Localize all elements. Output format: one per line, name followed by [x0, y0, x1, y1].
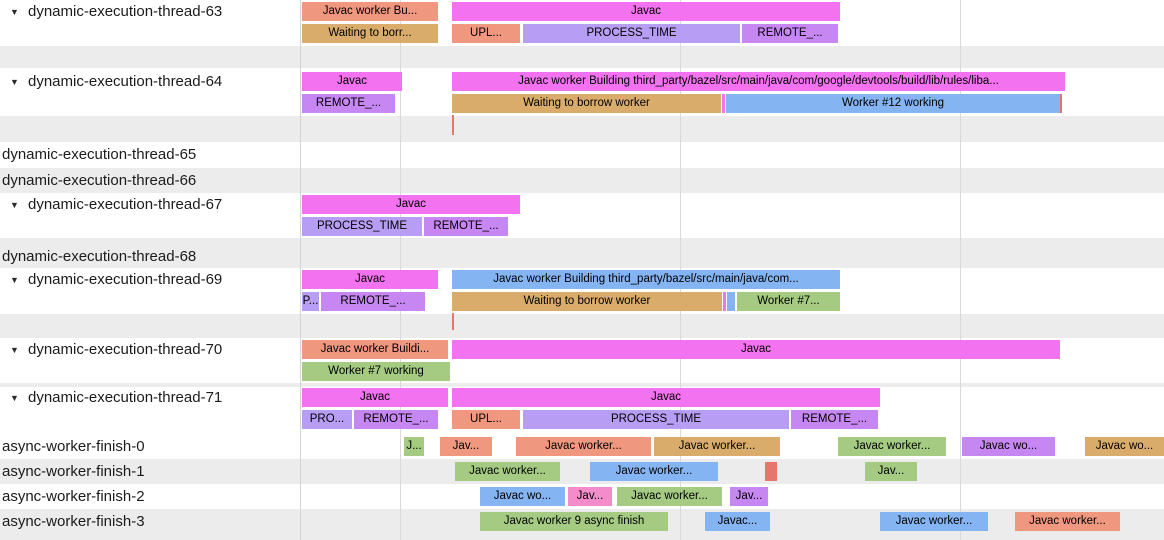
trace-event-bar[interactable]	[765, 462, 777, 481]
row-stripe	[0, 238, 1164, 268]
thread-name: dynamic-execution-thread-69	[28, 271, 223, 288]
trace-event-bar[interactable]: PROCESS_TIME	[523, 410, 789, 429]
thread-name: dynamic-execution-thread-68	[2, 248, 197, 265]
collapse-triangle-icon[interactable]: ▼	[10, 345, 19, 355]
trace-event-bar[interactable]: Jav...	[440, 437, 492, 456]
thread-label[interactable]: async-worker-finish-3	[2, 512, 145, 532]
thread-label[interactable]: ▼ dynamic-execution-thread-64	[8, 72, 222, 92]
collapse-triangle-icon[interactable]: ▼	[10, 275, 19, 285]
collapse-triangle-icon[interactable]: ▼	[10, 77, 19, 87]
thread-label[interactable]: ▼ dynamic-execution-thread-70	[8, 340, 222, 360]
thread-label[interactable]: dynamic-execution-thread-65	[2, 145, 196, 165]
trace-event-bar[interactable]: Javac	[302, 388, 448, 407]
thread-name: async-worker-finish-3	[2, 513, 145, 530]
trace-event-bar[interactable]: Javac wo...	[1085, 437, 1164, 456]
trace-event-bar[interactable]: Javac wo...	[480, 487, 565, 506]
trace-event-bar[interactable]	[723, 292, 726, 311]
thread-label[interactable]: ▼ dynamic-execution-thread-63	[8, 2, 222, 22]
thread-name: dynamic-execution-thread-67	[28, 196, 223, 213]
trace-event-bar[interactable]: J...	[404, 437, 424, 456]
row-stripe	[0, 193, 1164, 238]
trace-event-bar[interactable]: Waiting to borrow worker	[452, 94, 721, 113]
trace-event-bar[interactable]: REMOTE_...	[742, 24, 838, 43]
trace-event-bar[interactable]: Javac	[302, 270, 438, 289]
row-stripe	[0, 116, 1164, 142]
trace-event-bar[interactable]	[1060, 94, 1062, 113]
trace-event-bar[interactable]: Javac worker...	[654, 437, 780, 456]
trace-event-bar[interactable]: Worker #7...	[737, 292, 840, 311]
trace-event-bar[interactable]: Javac	[452, 2, 840, 21]
thread-label[interactable]: ▼ dynamic-execution-thread-67	[8, 195, 222, 215]
thread-name: dynamic-execution-thread-66	[2, 172, 197, 189]
thread-label[interactable]: async-worker-finish-1	[2, 462, 145, 482]
trace-event-bar[interactable]: P...	[302, 292, 319, 311]
row-stripe	[0, 46, 1164, 68]
trace-event-bar[interactable]: Javac	[302, 72, 402, 91]
trace-event-bar[interactable]: Javac worker...	[590, 462, 718, 481]
thread-name: async-worker-finish-1	[2, 463, 145, 480]
trace-event-bar[interactable]: Javac worker...	[617, 487, 722, 506]
trace-event-bar[interactable]: Javac worker Bu...	[302, 2, 438, 21]
row-stripe	[0, 168, 1164, 193]
trace-event-bar[interactable]: Javac	[302, 195, 520, 214]
trace-event-bar[interactable]	[727, 292, 735, 311]
flow-marker	[452, 313, 454, 330]
thread-name: async-worker-finish-0	[2, 438, 145, 455]
trace-event-bar[interactable]: Javac worker...	[455, 462, 560, 481]
trace-event-bar[interactable]: Javac wo...	[962, 437, 1055, 456]
trace-event-bar[interactable]: Javac worker Building third_party/bazel/…	[452, 270, 840, 289]
row-stripe	[0, 314, 1164, 338]
trace-event-bar[interactable]: Waiting to borr...	[302, 24, 438, 43]
trace-event-bar[interactable]	[722, 94, 725, 113]
thread-label[interactable]: ▼ dynamic-execution-thread-69	[8, 270, 222, 290]
trace-event-bar[interactable]: REMOTE_...	[791, 410, 878, 429]
trace-event-bar[interactable]: Javac worker Building third_party/bazel/…	[452, 72, 1065, 91]
thread-name: dynamic-execution-thread-71	[28, 389, 223, 406]
trace-event-bar[interactable]: Jav...	[730, 487, 768, 506]
trace-event-bar[interactable]: REMOTE_...	[321, 292, 425, 311]
time-gridline	[960, 0, 961, 540]
thread-label[interactable]: async-worker-finish-0	[2, 437, 145, 457]
trace-event-bar[interactable]: REMOTE_...	[354, 410, 438, 429]
trace-event-bar[interactable]: PRO...	[302, 410, 352, 429]
trace-event-bar[interactable]: Javac worker...	[880, 512, 988, 531]
trace-event-bar[interactable]: Jav...	[865, 462, 917, 481]
trace-event-bar[interactable]: PROCESS_TIME	[302, 217, 422, 236]
thread-name: dynamic-execution-thread-70	[28, 341, 223, 358]
trace-event-bar[interactable]: Javac...	[705, 512, 770, 531]
trace-event-bar[interactable]: Waiting to borrow worker	[452, 292, 722, 311]
thread-name: dynamic-execution-thread-63	[28, 3, 223, 20]
trace-event-bar[interactable]: Javac worker...	[838, 437, 946, 456]
collapse-triangle-icon[interactable]: ▼	[10, 7, 19, 17]
thread-name: dynamic-execution-thread-64	[28, 73, 223, 90]
thread-name: dynamic-execution-thread-65	[2, 146, 197, 163]
trace-event-bar[interactable]: REMOTE_...	[302, 94, 395, 113]
trace-event-bar[interactable]: UPL...	[452, 410, 520, 429]
trace-event-bar[interactable]: Javac worker...	[516, 437, 651, 456]
trace-event-bar[interactable]: Worker #12 working	[726, 94, 1060, 113]
thread-label[interactable]: async-worker-finish-2	[2, 487, 145, 507]
thread-label[interactable]: dynamic-execution-thread-66	[2, 171, 196, 191]
flow-marker	[452, 115, 454, 135]
trace-event-bar[interactable]: PROCESS_TIME	[523, 24, 740, 43]
trace-event-bar[interactable]: Jav...	[568, 487, 612, 506]
row-stripe	[0, 459, 1164, 484]
thread-name: async-worker-finish-2	[2, 488, 145, 505]
trace-event-bar[interactable]: Worker #7 working	[302, 362, 450, 381]
trace-event-bar[interactable]: Javac worker Buildi...	[302, 340, 448, 359]
row-stripe	[0, 383, 1164, 387]
trace-event-bar[interactable]: Javac worker...	[1015, 512, 1120, 531]
thread-label[interactable]: ▼ dynamic-execution-thread-71	[8, 388, 222, 408]
trace-event-bar[interactable]: Javac	[452, 388, 880, 407]
row-stripe	[0, 142, 1164, 168]
trace-event-bar[interactable]: Javac	[452, 340, 1060, 359]
trace-event-bar[interactable]: Javac worker 9 async finish	[480, 512, 668, 531]
collapse-triangle-icon[interactable]: ▼	[10, 393, 19, 403]
thread-label[interactable]: dynamic-execution-thread-68	[2, 247, 196, 267]
trace-event-bar[interactable]: UPL...	[452, 24, 520, 43]
label-track-divider	[300, 0, 301, 540]
trace-event-bar[interactable]: REMOTE_...	[424, 217, 508, 236]
collapse-triangle-icon[interactable]: ▼	[10, 200, 19, 210]
